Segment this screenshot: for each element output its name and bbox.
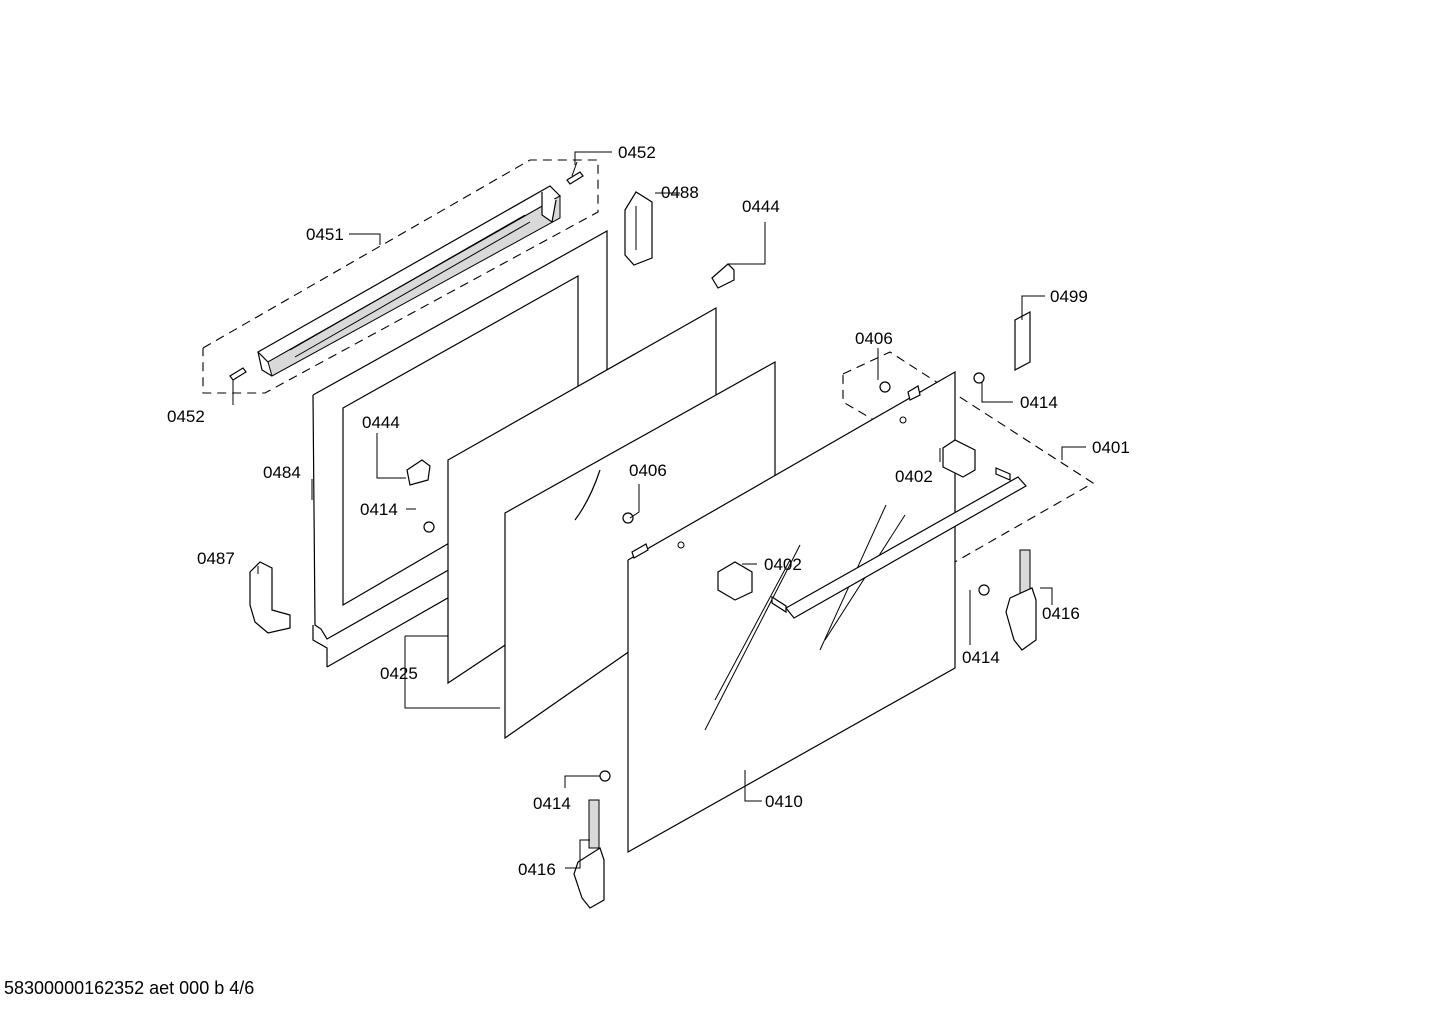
part-0416-hinge-right	[1005, 549, 1037, 651]
callout-0406-mid: 0406	[629, 461, 667, 480]
callout-0451: 0451	[306, 225, 344, 244]
callout-0444-top: 0444	[742, 197, 780, 216]
callout-0416-bottom: 0416	[518, 860, 556, 879]
callout-0444-left: 0444	[362, 413, 400, 432]
part-0406-right	[879, 381, 921, 401]
callout-0487: 0487	[197, 549, 235, 568]
callout-0416-right: 0416	[1042, 604, 1080, 623]
part-0401-door-handle	[771, 467, 1027, 619]
part-0451-top-trim	[257, 185, 561, 377]
part-0488-bracket	[624, 191, 653, 266]
callout-0484: 0484	[263, 463, 301, 482]
part-0444-hinge-top	[711, 263, 735, 289]
callout-0406-right: 0406	[855, 329, 893, 348]
callout-0414-left: 0414	[360, 500, 398, 519]
part-0402-mid	[717, 561, 753, 601]
group-outline-upper	[202, 159, 599, 394]
callout-0452-bottom: 0452	[167, 407, 205, 426]
callout-0414-top-right: 0414	[1020, 393, 1058, 412]
part-0444-hinge-left	[406, 459, 431, 486]
callout-0425: 0425	[380, 664, 418, 683]
callout-0499: 0499	[1050, 287, 1088, 306]
part-0414-clips	[423, 372, 990, 782]
document-code: 58300000162352 aet 000 b 4/6	[4, 978, 255, 998]
callout-0402-mid: 0402	[764, 555, 802, 574]
part-0499-label	[1014, 311, 1031, 371]
callout-0401: 0401	[1092, 438, 1130, 457]
part-0416-hinge-bottom	[573, 799, 605, 909]
part-0452-pin-top	[566, 161, 584, 185]
part-0406-mid	[622, 512, 649, 559]
part-0487-bracket	[249, 561, 291, 634]
callout-0410: 0410	[765, 792, 803, 811]
callout-0452-top: 0452	[618, 143, 656, 162]
part-0402-right	[942, 439, 976, 478]
callout-0414-right: 0414	[962, 648, 1000, 667]
leader-lines	[232, 151, 1086, 869]
part-0452-pin-bottom	[229, 367, 247, 381]
callout-0488: 0488	[661, 183, 699, 202]
callout-0402-right: 0402	[895, 467, 933, 486]
callout-0414-bottom: 0414	[533, 794, 571, 813]
